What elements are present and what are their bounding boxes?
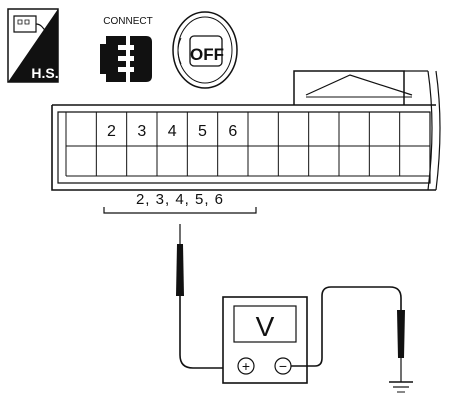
probe-terminal-label: 2, 3, 4, 5, 6 bbox=[136, 191, 224, 208]
ignition-switch-icon: OFF bbox=[172, 11, 238, 89]
probe-bracket bbox=[103, 207, 257, 214]
ground-symbol-icon bbox=[389, 381, 413, 393]
harness-side-label: H.S. bbox=[31, 65, 58, 81]
ignition-off-label: OFF bbox=[190, 45, 224, 64]
connector-body bbox=[51, 70, 441, 191]
terminal-label: 6 bbox=[228, 123, 237, 140]
connector-icon: CONNECT bbox=[100, 16, 153, 82]
negative-terminal-label: − bbox=[279, 358, 287, 374]
harness-side-icon: H.S. bbox=[7, 8, 59, 83]
terminal-labels: 2 3 4 5 6 bbox=[107, 123, 237, 140]
terminal-label: 2 bbox=[107, 123, 116, 140]
terminal-label: 3 bbox=[137, 123, 146, 140]
connect-label: CONNECT bbox=[103, 16, 152, 27]
terminal-grid bbox=[65, 111, 431, 177]
negative-probe bbox=[291, 286, 405, 382]
terminal-label: 4 bbox=[168, 123, 177, 140]
positive-probe bbox=[176, 224, 232, 369]
positive-terminal bbox=[237, 357, 255, 375]
meter-display: V bbox=[256, 311, 275, 342]
terminal-label: 5 bbox=[198, 123, 207, 140]
voltmeter: V + − bbox=[222, 296, 308, 384]
positive-terminal-label: + bbox=[242, 358, 250, 374]
